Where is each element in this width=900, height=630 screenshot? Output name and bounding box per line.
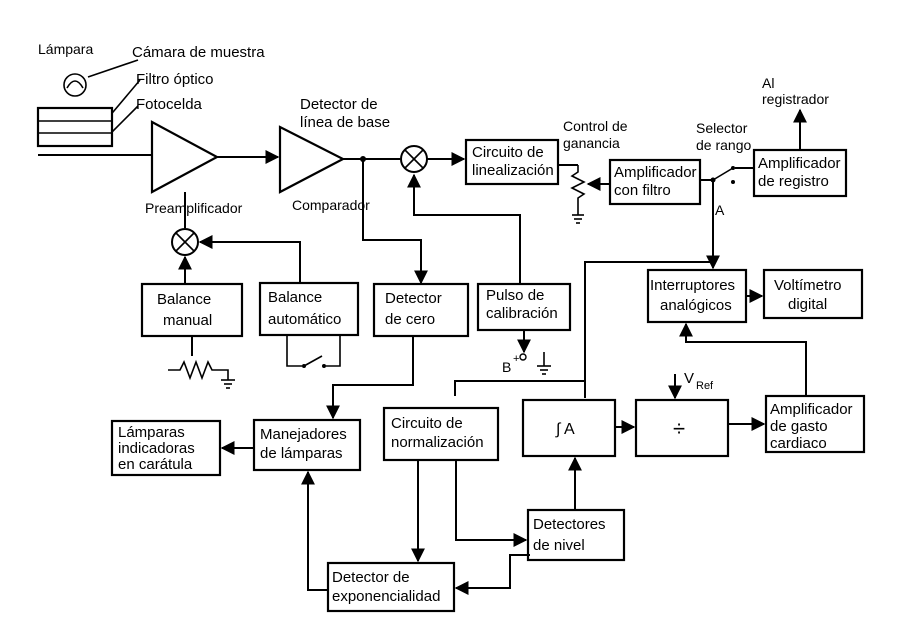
sample-chamber (36, 106, 114, 148)
lamp-drivers-line-1: Manejadores (260, 426, 347, 443)
voltmeter-line-2: digital (788, 296, 827, 313)
zero-detector-line-2: de cero (385, 311, 435, 328)
manual-potentiometer (168, 359, 229, 381)
filter-amplifier-block (608, 158, 702, 206)
lamp-icon (63, 73, 87, 97)
multiplier-symbol-main (400, 145, 428, 173)
label-comparador: Comparador (292, 197, 370, 213)
indicator-lamps-line-1: Lámparas (118, 424, 185, 441)
cardiac-amp-line-1: Amplificador (770, 401, 853, 418)
label-control-ganancia-2: ganancia (563, 135, 620, 151)
exponentiality-detector-block (326, 561, 456, 613)
zero-detector-block (372, 282, 470, 338)
label-selector-1: Selector (696, 120, 748, 136)
integrator-label: ∫ A (555, 421, 575, 438)
label-fotocelda: Fotocelda (136, 96, 203, 113)
divider-label: ÷ (673, 416, 685, 441)
calibration-pulse-block (476, 282, 572, 332)
label-filtro: Filtro óptico (136, 71, 214, 88)
record-amp-line-1: Amplificador (758, 155, 841, 172)
analog-switches-line-2: analógicos (660, 297, 732, 314)
linearization-block (464, 138, 560, 186)
balance-manual-line-2: manual (163, 312, 212, 329)
label-vref-sub: Ref (696, 380, 714, 392)
multiplier-symbol-balance (171, 228, 199, 256)
calibration-line-2: calibración (486, 305, 558, 322)
label-camara: Cámara de muestra (132, 44, 265, 61)
indicator-lamps-block (110, 419, 222, 477)
linearization-line-1: Circuito de (472, 144, 544, 161)
label-b-sign: + (513, 353, 519, 365)
label-al-1: Al (762, 75, 774, 91)
cardiac-amp-line-2: de gasto (770, 418, 828, 435)
label-detector-base-1: Detector de (300, 96, 378, 113)
label-preamplificador: Preamplificador (145, 200, 243, 216)
leader-camara (87, 59, 139, 78)
balance-auto-line-1: Balance (268, 289, 322, 306)
comparator-triangle (278, 125, 346, 194)
label-vref: V (684, 370, 694, 387)
indicator-lamps-line-2: indicadoras (118, 440, 195, 457)
level-detectors-line-1: Detectores (533, 516, 606, 533)
range-switch-blade (712, 167, 734, 181)
divider-block (634, 398, 730, 458)
normalization-line-2: normalización (391, 434, 484, 451)
indicator-lamps-line-3: en carátula (118, 456, 193, 473)
analog-switches-line-1: Interruptores (650, 277, 735, 294)
analog-switches-block (646, 268, 748, 324)
gain-potentiometer (570, 165, 586, 215)
label-al-2: registrador (762, 91, 829, 107)
leader-fotocelda (111, 105, 139, 133)
label-control-ganancia-1: Control de (563, 118, 628, 134)
calibration-line-1: Pulso de (486, 287, 544, 304)
balance-auto-line-2: automático (268, 311, 341, 328)
preamplifier-triangle (150, 120, 220, 194)
filter-amp-line-2: con filtro (614, 182, 671, 199)
normalization-line-1: Circuito de (391, 415, 463, 432)
label-selector-2: de rango (696, 137, 751, 153)
leader-filtro (107, 79, 141, 119)
normalization-block (382, 406, 500, 462)
lamp-drivers-line-2: de lámparas (260, 445, 343, 462)
balance-manual-block (140, 282, 244, 338)
zero-detector-line-1: Detector (385, 290, 442, 307)
filter-amp-line-1: Amplificador (614, 164, 697, 181)
auto-switch-blade (303, 355, 323, 367)
integrator-block (521, 398, 617, 458)
linearization-line-2: linealización (472, 162, 554, 179)
cardiac-amp-line-3: cardiaco (770, 435, 827, 452)
voltmeter-block (762, 268, 864, 320)
exponentiality-line-1: Detector de (332, 569, 410, 586)
label-point-a: A (715, 202, 725, 218)
level-detectors-line-2: de nivel (533, 537, 585, 554)
exponentiality-line-2: exponencialidad (332, 588, 440, 605)
cardiac-output-amplifier-block (764, 394, 866, 454)
voltmeter-line-1: Voltímetro (774, 277, 842, 294)
lamp-drivers-block (252, 418, 362, 472)
label-detector-base-2: línea de base (300, 114, 390, 131)
balance-manual-line-1: Balance (157, 291, 211, 308)
label-lampara: Lámpara (38, 41, 93, 57)
record-amp-line-2: de registro (758, 173, 829, 190)
auto-switch-left (286, 335, 302, 367)
balance-automatico-block (258, 281, 360, 337)
label-b: B (502, 359, 511, 375)
